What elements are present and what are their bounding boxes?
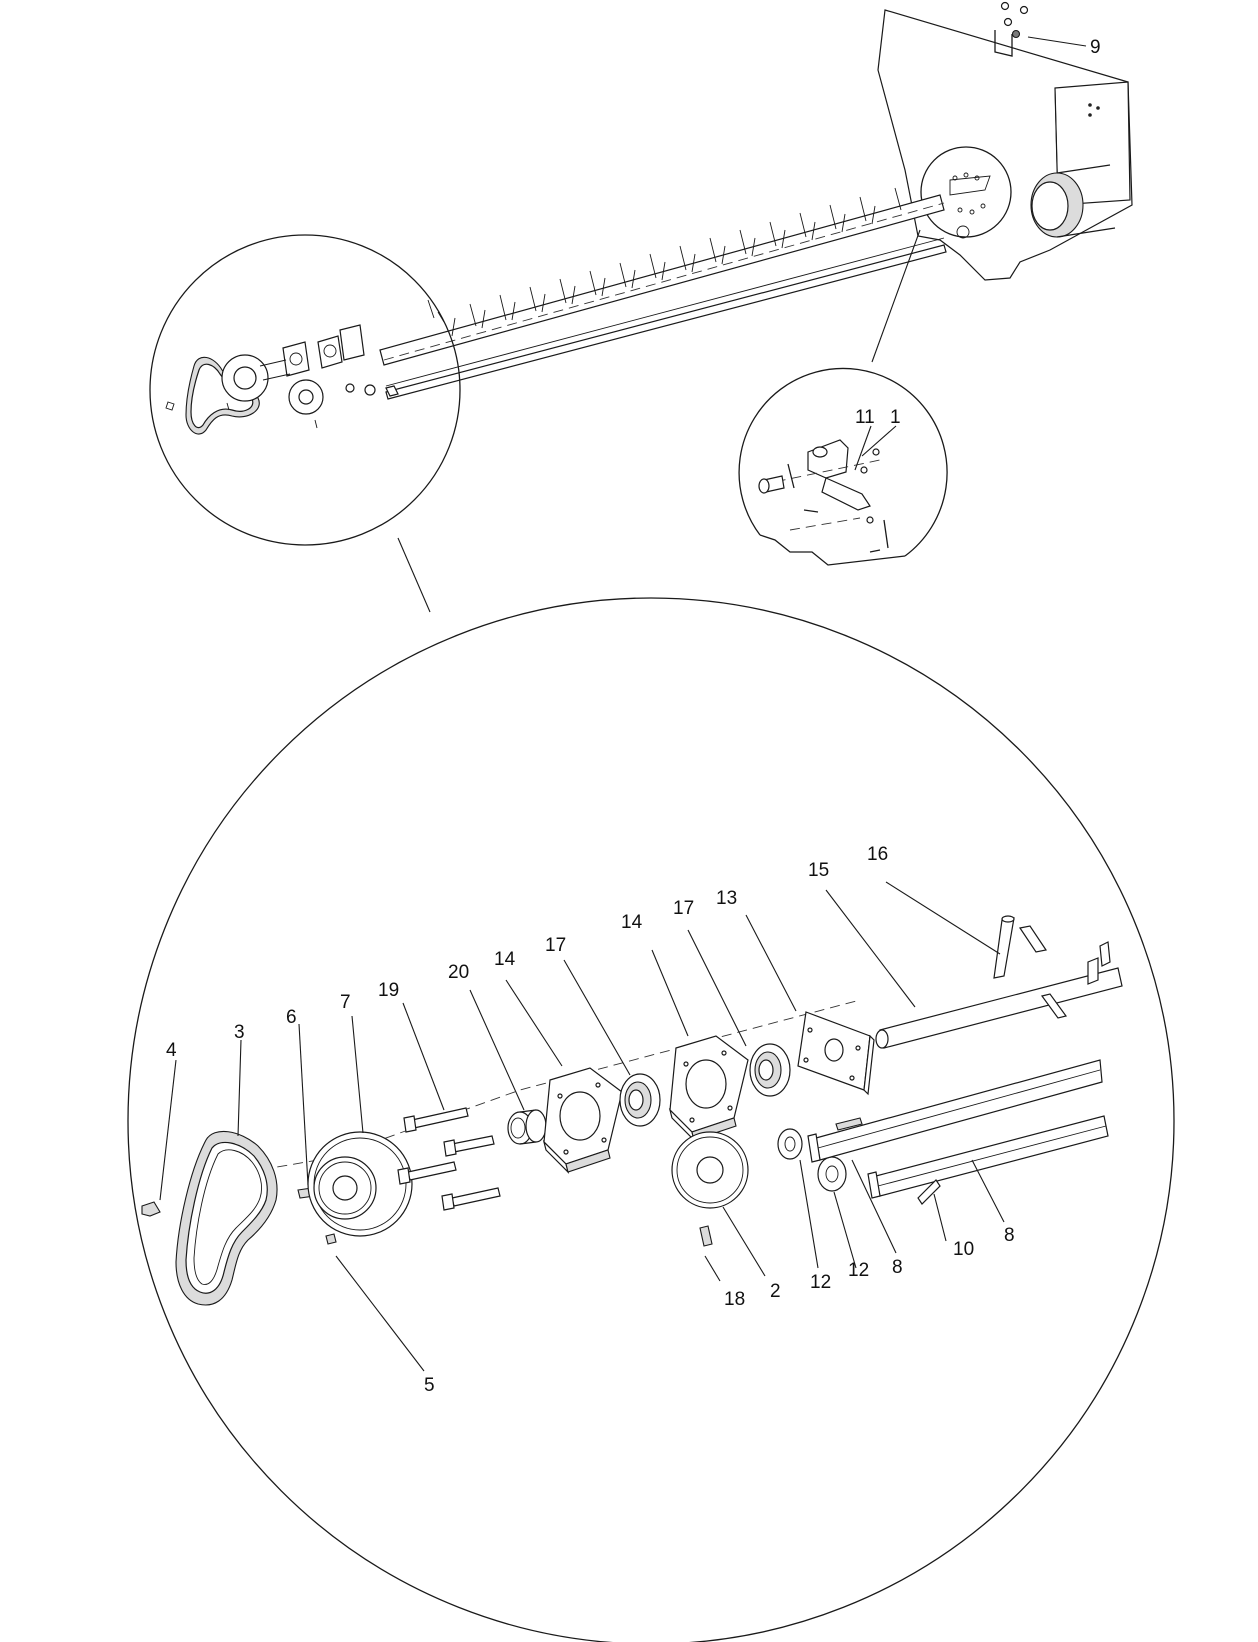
callout-labels: 9 11 1 16 15 13 14 17 17 14 20 19 7 6 3 … (166, 37, 1101, 1396)
callout-12a: 12 (810, 1272, 831, 1293)
callout-14a: 14 (621, 912, 643, 933)
callout-8a: 8 (892, 1257, 903, 1278)
part-key-block (141, 1201, 161, 1217)
callout-2: 2 (770, 1281, 781, 1302)
exploded-view (141, 915, 1123, 1306)
part-bearing-2 (749, 1043, 791, 1097)
callout-5: 5 (424, 1375, 435, 1396)
callout-10: 10 (953, 1239, 974, 1260)
callout-12b: 12 (848, 1260, 869, 1281)
part-bearing-block-1 (542, 1067, 623, 1174)
part-bolts (397, 1107, 501, 1211)
callout-16: 16 (867, 844, 888, 865)
leader-lines (159, 36, 1087, 1372)
callout-11: 11 (855, 407, 875, 428)
callout-20: 20 (448, 962, 469, 983)
part-washers (777, 1128, 847, 1192)
callout-3: 3 (234, 1022, 245, 1043)
part-spring-pin (993, 917, 1015, 979)
right-detail-circle (738, 367, 948, 566)
callout-13: 13 (716, 888, 737, 909)
callout-17a: 17 (673, 898, 694, 919)
part-bearing-1 (619, 1073, 661, 1127)
bolt-group (994, 1, 1029, 57)
part-set-screw-18 (699, 1225, 713, 1247)
callout-9: 9 (1090, 37, 1101, 58)
callout-7: 7 (340, 992, 351, 1013)
overview-assembly (379, 1, 1133, 400)
callout-4: 4 (166, 1040, 177, 1061)
large-detail-circle (127, 597, 1175, 1642)
callout-18: 18 (724, 1289, 745, 1310)
callout-17b: 17 (545, 935, 566, 956)
part-sprocket-small (671, 1131, 749, 1209)
part-pin-10 (917, 1179, 941, 1205)
callout-15: 15 (808, 860, 829, 881)
part-square-shafts (807, 1059, 1109, 1199)
callout-6: 6 (286, 1007, 297, 1028)
lower-rail (385, 244, 947, 400)
callout-8b: 8 (1004, 1225, 1015, 1246)
part-bearing-block-2 (668, 1035, 749, 1142)
callout-14b: 14 (494, 949, 516, 970)
callout-1: 1 (890, 407, 901, 428)
shaft-tines (437, 187, 902, 337)
pivot-bracket (807, 439, 849, 479)
part-flange-plate (797, 1011, 875, 1096)
part-bushing (507, 1109, 547, 1145)
part-tube-shaft (875, 925, 1123, 1049)
part-set-screw (325, 1233, 337, 1245)
part-sprocket-large (307, 1131, 413, 1237)
callout-19: 19 (378, 980, 399, 1001)
small-detail-circle (149, 234, 461, 546)
